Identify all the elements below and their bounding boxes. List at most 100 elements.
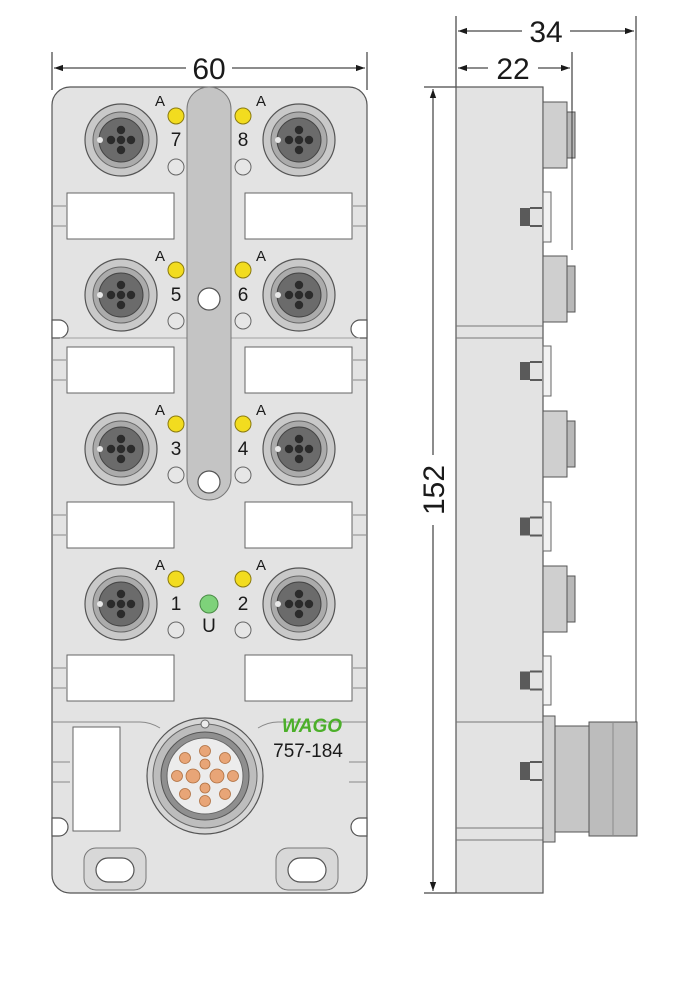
socket-pin <box>106 135 116 145</box>
side-socket-tip <box>566 575 576 623</box>
m23-pin <box>199 758 211 770</box>
socket-pin <box>126 444 136 454</box>
led-yellow <box>167 261 185 279</box>
socket-pin <box>116 454 126 464</box>
socket-pin <box>116 444 126 454</box>
m8-socket <box>84 567 158 641</box>
socket-pin <box>284 135 294 145</box>
socket-key <box>97 446 103 452</box>
m8-socket <box>84 103 158 177</box>
led-a-label: A <box>256 93 266 110</box>
port-label-8: 8 <box>238 130 249 151</box>
depth-total-dimension-label: 34 <box>529 16 562 49</box>
mounting-hole <box>197 287 221 311</box>
side-socket-body <box>542 565 568 633</box>
socket-pin <box>116 609 126 619</box>
side-latch <box>520 762 530 780</box>
socket-pin <box>294 599 304 609</box>
height-dimension-label: 152 <box>418 465 451 515</box>
m8-sockets <box>84 103 336 641</box>
socket-pin <box>294 454 304 464</box>
depth-body-dimension-label: 22 <box>496 53 529 86</box>
status-leds <box>167 107 252 639</box>
m23-pin <box>185 768 201 784</box>
socket-pin <box>294 444 304 454</box>
socket-pin <box>116 434 126 444</box>
socket-pin <box>126 135 136 145</box>
side-latch-tabs <box>520 191 552 781</box>
side-latch <box>520 362 530 380</box>
led-yellow <box>234 107 252 125</box>
wago-logo: WAGO <box>282 716 342 737</box>
side-socket-tip <box>566 111 576 159</box>
socket-pin <box>304 135 314 145</box>
m23-pin <box>209 768 225 784</box>
socket-pin <box>284 599 294 609</box>
mounting-notches <box>51 319 368 837</box>
socket-key <box>275 601 281 607</box>
m23-pin <box>179 788 191 800</box>
side-socket-body <box>542 255 568 323</box>
port-label-4: 4 <box>238 439 249 460</box>
led-off <box>234 621 252 639</box>
m8-socket <box>84 412 158 486</box>
label-strips <box>66 192 353 832</box>
socket-key <box>97 601 103 607</box>
led-a-label: A <box>155 93 165 110</box>
side-latch-line <box>530 761 542 781</box>
led-a-label: A <box>256 248 266 265</box>
socket-pin <box>294 290 304 300</box>
dimension-depth-total: 34 <box>455 16 637 88</box>
led-a-label: A <box>155 248 165 265</box>
port-label-7: 7 <box>171 130 182 151</box>
side-tab <box>542 191 552 243</box>
side-latch <box>520 671 530 690</box>
model-number: 757-184 <box>273 741 343 762</box>
led-yellow <box>234 261 252 279</box>
m8-socket <box>84 258 158 332</box>
m23-pin <box>179 752 191 764</box>
led-yellow <box>167 570 185 588</box>
socket-pin <box>106 444 116 454</box>
led-a-label: A <box>155 402 165 419</box>
socket-pin <box>294 145 304 155</box>
side-m23-connector <box>542 715 638 843</box>
socket-pin <box>294 609 304 619</box>
socket-pin <box>116 599 126 609</box>
socket-pin <box>294 135 304 145</box>
side-socket <box>542 255 576 323</box>
socket-pin <box>126 290 136 300</box>
side-socket-tip <box>566 265 576 313</box>
m23-pin <box>171 770 183 782</box>
side-socket <box>542 565 576 633</box>
m23-pins <box>171 745 239 807</box>
side-m8-sockets <box>542 101 576 633</box>
led-a-label: A <box>256 402 266 419</box>
socket-key <box>275 446 281 452</box>
width-dimension-label: 60 <box>192 53 225 86</box>
socket-pin <box>304 599 314 609</box>
socket-pin <box>294 125 304 135</box>
m23-pin <box>199 795 211 807</box>
socket-pin <box>284 444 294 454</box>
side-socket-tip <box>566 420 576 468</box>
side-socket-body <box>542 410 568 478</box>
dimension-height: 152 <box>418 86 456 894</box>
m8-socket <box>262 258 336 332</box>
side-latch-line <box>530 207 542 227</box>
socket-pin <box>106 290 116 300</box>
m23-pin <box>219 752 231 764</box>
side-latch-line <box>530 361 542 381</box>
socket-pin <box>304 444 314 454</box>
port-label-2: 2 <box>238 594 249 615</box>
socket-pin <box>116 145 126 155</box>
led-off <box>234 158 252 176</box>
led-off <box>167 312 185 330</box>
socket-pin <box>116 135 126 145</box>
socket-key <box>97 137 103 143</box>
socket-key <box>275 292 281 298</box>
socket-pin <box>284 290 294 300</box>
side-view <box>455 40 638 894</box>
led-green <box>199 594 219 614</box>
socket-pin <box>304 290 314 300</box>
